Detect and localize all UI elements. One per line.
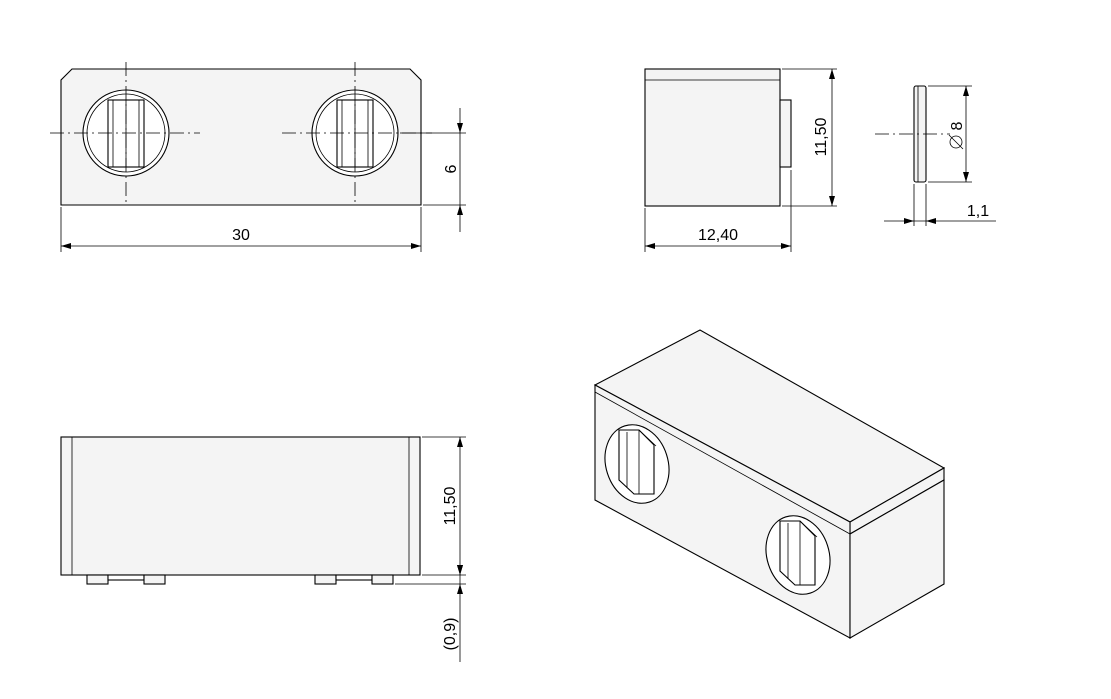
isometric-left-pin [604,424,670,504]
bottom-view-left-pin [86,574,166,585]
isometric-right-pin [765,515,831,595]
dim-bottom-offset: (0,9) [395,565,466,662]
dim-pin-thickness-label: 1,1 [967,203,989,220]
dim-front-height: 6 [400,108,466,232]
side-view: 11,50 12,40 [644,68,837,252]
dim-front-height-label: 6 [443,164,460,173]
dim-bottom-height: 11,50 [422,436,466,576]
dim-pin-diameter-label: 8 [949,121,966,130]
front-view: 30 6 [50,62,466,252]
dim-side-height: 11,50 [782,68,837,207]
dim-pin-diameter: 8 [928,85,972,183]
pin-detail-view: 8 1,1 [875,85,996,226]
dim-front-width-label: 30 [232,227,250,244]
dim-front-width: 30 [60,207,422,252]
dim-side-width-label: 12,40 [698,227,738,244]
bottom-view-right-pin [314,574,394,585]
dim-bottom-offset-label: (0,9) [442,618,459,651]
bottom-view: 11,50 (0,9) [60,436,466,662]
dim-bottom-height-label: 11,50 [442,486,459,525]
dim-side-height-label: 11,50 [813,117,830,156]
dim-side-width: 12,40 [644,170,792,252]
dim-pin-thickness: 1,1 [884,184,996,226]
isometric-view [593,329,946,639]
